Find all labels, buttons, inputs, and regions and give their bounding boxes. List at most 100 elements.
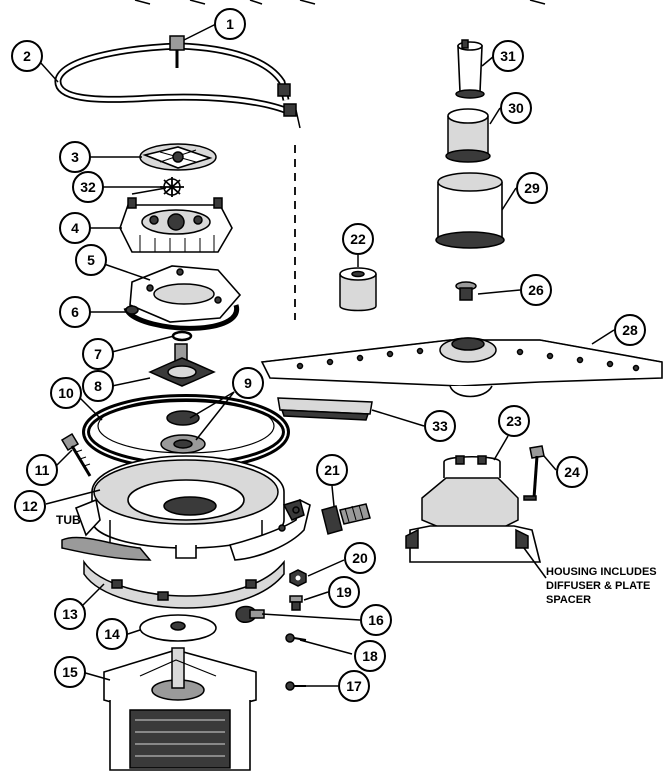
motor-mount-ring <box>83 559 285 609</box>
svg-text:15: 15 <box>62 664 78 680</box>
svg-text:5: 5 <box>87 252 95 268</box>
bolt-19 <box>289 595 303 611</box>
callout-9: 9 <box>232 367 264 399</box>
arm-bracket <box>277 397 373 421</box>
svg-text:2: 2 <box>23 48 31 64</box>
svg-text:SPACER: SPACER <box>546 594 591 606</box>
callout-28: 28 <box>614 314 646 346</box>
hose-clamp <box>235 605 265 623</box>
heater-clip <box>169 35 185 68</box>
svg-text:20: 20 <box>352 550 368 566</box>
callout-6: 6 <box>59 296 91 328</box>
callout-21: 21 <box>316 454 348 486</box>
callout-20: 20 <box>344 542 376 574</box>
callout-32: 32 <box>72 171 104 203</box>
svg-text:9: 9 <box>244 375 252 391</box>
callout-26: 26 <box>520 274 552 306</box>
svg-text:10: 10 <box>58 385 74 401</box>
pump-motor <box>103 647 257 771</box>
callout-8: 8 <box>82 370 114 402</box>
callout-31: 31 <box>492 40 524 72</box>
svg-text:6: 6 <box>71 304 79 320</box>
callout-13: 13 <box>54 598 86 630</box>
svg-text:1: 1 <box>226 16 234 32</box>
pump-gasket <box>123 304 240 331</box>
heater-element <box>54 42 301 320</box>
tub-label: TUB <box>56 513 81 527</box>
svg-text:3: 3 <box>71 149 79 165</box>
housing-note: HOUSING INCLUDES DIFFUSER & PLATE SPACER <box>546 566 657 606</box>
svg-text:21: 21 <box>324 462 340 478</box>
callout-29: 29 <box>516 172 548 204</box>
callout-18: 18 <box>354 640 386 672</box>
nut-20 <box>289 569 307 587</box>
svg-text:14: 14 <box>104 626 120 642</box>
callout-3: 3 <box>59 141 91 173</box>
callout-15: 15 <box>54 656 86 688</box>
retainer-clip <box>160 177 184 197</box>
svg-text:19: 19 <box>336 584 352 600</box>
svg-text:32: 32 <box>80 179 96 195</box>
svg-text:33: 33 <box>432 418 448 434</box>
svg-text:22: 22 <box>350 231 366 247</box>
svg-text:HOUSING INCLUDES: HOUSING INCLUDES <box>546 566 657 578</box>
callout-17: 17 <box>338 670 370 702</box>
spray-arm-holes <box>296 347 640 372</box>
spray-tower-tip <box>455 39 485 99</box>
callout-14: 14 <box>96 618 128 650</box>
spray-tower-middle <box>445 108 491 163</box>
o-ring <box>171 330 193 342</box>
filter-pair <box>321 503 371 535</box>
lower-spray-arm <box>260 337 663 398</box>
svg-text:12: 12 <box>22 498 38 514</box>
callout-33: 33 <box>424 410 456 442</box>
chopper-blade <box>139 143 217 171</box>
svg-text:16: 16 <box>368 612 384 628</box>
arm-bolt <box>455 281 477 301</box>
callout-5: 5 <box>75 244 107 276</box>
leader-lines <box>39 23 615 687</box>
callout-19: 19 <box>328 576 360 608</box>
svg-text:29: 29 <box>524 180 540 196</box>
svg-text:30: 30 <box>508 100 524 116</box>
pump-sump <box>91 455 285 559</box>
pump-plate <box>129 265 242 323</box>
callout-1: 1 <box>214 8 246 40</box>
pump-guard <box>119 197 233 253</box>
svg-text:26: 26 <box>528 282 544 298</box>
mounting-screw <box>60 432 92 477</box>
callout-23: 23 <box>498 405 530 437</box>
callout-7: 7 <box>82 338 114 370</box>
callout-22: 22 <box>342 223 374 255</box>
callout-30: 30 <box>500 92 532 124</box>
callout-16: 16 <box>360 604 392 636</box>
center-seal <box>160 410 206 454</box>
svg-text:11: 11 <box>35 462 50 478</box>
callout-11: 11 <box>26 454 58 486</box>
svg-text:4: 4 <box>71 220 79 236</box>
spray-tower-base <box>435 172 505 249</box>
svg-text:13: 13 <box>62 606 78 622</box>
callout-12: 12 <box>14 490 46 522</box>
svg-text:7: 7 <box>94 346 102 362</box>
wash-impeller <box>148 343 216 387</box>
tub-section <box>61 498 311 561</box>
spacer <box>339 267 377 312</box>
pump-housing <box>405 455 542 563</box>
svg-text:24: 24 <box>564 464 580 480</box>
callout-24: 24 <box>556 456 588 488</box>
screw-18 <box>285 633 307 643</box>
svg-text:17: 17 <box>346 678 362 694</box>
svg-text:18: 18 <box>362 648 378 664</box>
svg-text:8: 8 <box>94 378 102 394</box>
svg-text:DIFFUSER & PLATE: DIFFUSER & PLATE <box>546 580 650 592</box>
screw-17 <box>285 681 306 691</box>
top-edge-marks <box>134 0 546 5</box>
callout-10: 10 <box>50 377 82 409</box>
callout-2: 2 <box>11 40 43 72</box>
svg-text:31: 31 <box>500 48 516 64</box>
svg-text:23: 23 <box>506 413 522 429</box>
callout-4: 4 <box>59 212 91 244</box>
motor-shaft-disk <box>139 614 217 642</box>
